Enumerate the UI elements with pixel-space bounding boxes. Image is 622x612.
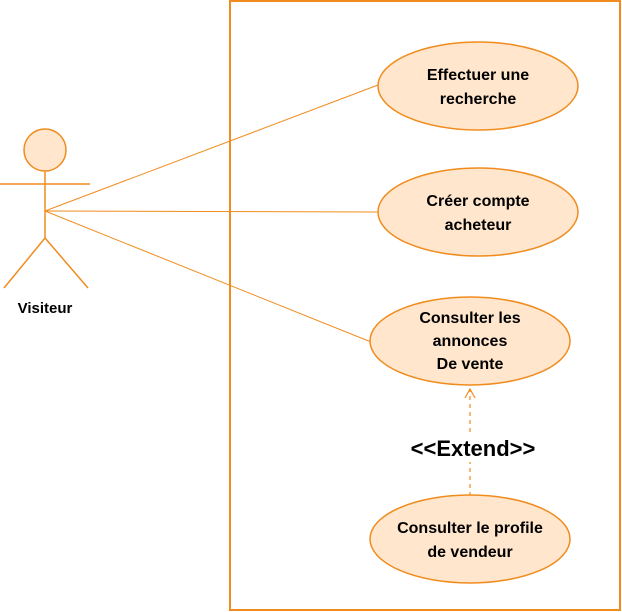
- actor-left-leg: [3, 237, 46, 289]
- use-case-ellipse: [369, 494, 571, 584]
- use-case-label-line: acheteur: [445, 217, 512, 234]
- actor-head: [23, 128, 67, 172]
- use-case-search: Effectuer une recherche: [377, 41, 579, 131]
- use-case-label-line: Consulter les: [419, 310, 520, 327]
- extend-label-background: [398, 432, 548, 462]
- use-case-label-line: recherche: [440, 91, 517, 108]
- extend-label: <<Extend>>: [411, 436, 536, 461]
- use-case-label-line: Créer compte: [426, 193, 529, 210]
- extend-arrowhead: [464, 387, 476, 399]
- association-line-search: [44, 84, 379, 212]
- use-case-ellipse: [377, 41, 579, 131]
- actor-visiteur: Visiteur: [0, 128, 90, 317]
- use-case-seller: Consulter le profile de vendeur: [369, 494, 571, 584]
- association-line-ads: [44, 210, 372, 343]
- use-case-label-line: annonces: [433, 333, 508, 350]
- use-case-account: Créer compte acheteur: [377, 167, 579, 257]
- use-case-label-line: De vente: [437, 356, 504, 373]
- actor-label: Visiteur: [18, 300, 73, 317]
- association-line-account: [44, 210, 379, 213]
- use-case-ads: Consulter les annonces De vente: [369, 296, 571, 386]
- use-case-label-line: Effectuer une: [427, 67, 529, 84]
- use-case-ellipse: [369, 296, 571, 386]
- actor-right-leg: [44, 237, 89, 289]
- system-boundary: [229, 0, 621, 611]
- use-case-ellipse: [377, 167, 579, 257]
- use-case-label-line: de vendeur: [427, 544, 512, 561]
- use-case-label-line: Consulter le profile: [397, 520, 543, 537]
